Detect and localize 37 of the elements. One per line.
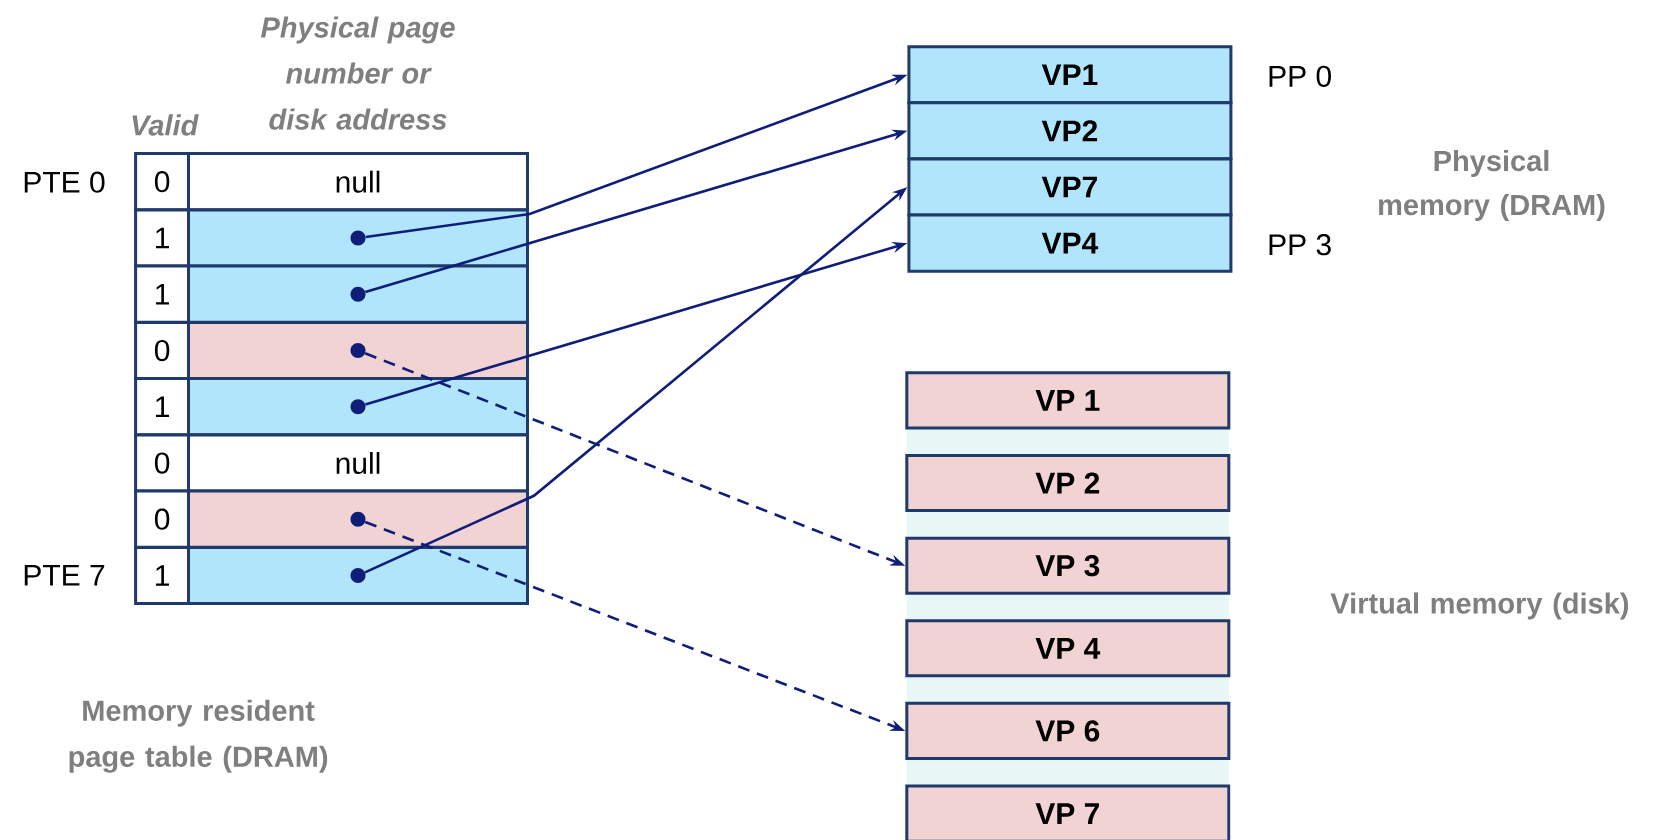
disk-page-box: VP 2 [905, 453, 1231, 513]
page-frame-box: VP7 [907, 157, 1233, 217]
pointer-dot [350, 343, 366, 358]
disk-page-box: VP 1 [905, 371, 1231, 430]
page-frame-box: VP4 [907, 213, 1233, 273]
valid-cell: 1 [134, 208, 191, 268]
valid-cell: 0 [134, 433, 191, 493]
column-header: Physical page number or disk address [261, 16, 455, 130]
address-cell [187, 489, 529, 549]
disk-page-box: VP 6 [905, 701, 1231, 760]
side-label: PP 3 [1269, 234, 1331, 256]
pointer-dot [350, 511, 366, 527]
pointer-dot [350, 286, 366, 302]
address-cell [187, 264, 529, 324]
pointer-dot [350, 230, 366, 246]
table-label: Memory resident page table (DRAM) [69, 699, 328, 773]
valid-cell: 1 [134, 377, 191, 437]
memory-label: Virtual memory (disk) [1330, 592, 1629, 620]
disk-page-box: VP 4 [905, 619, 1231, 678]
pointer-dot [350, 399, 366, 415]
disk-page-box: VP 7 [905, 784, 1231, 840]
pointer-dot [350, 568, 366, 583]
address-cell [187, 208, 529, 268]
valid-cell: 0 [134, 152, 191, 212]
side-label: PTE 7 [24, 564, 105, 586]
valid-cell: 0 [134, 489, 191, 549]
valid-cell: 0 [134, 320, 191, 381]
address-cell [187, 545, 529, 606]
disk-page-box: VP 3 [905, 536, 1231, 595]
side-label: PP 0 [1269, 65, 1331, 87]
valid-cell: 1 [134, 264, 191, 324]
column-header: Valid [132, 114, 199, 136]
valid-cell: 1 [134, 545, 191, 606]
page-frame-box: VP2 [907, 101, 1233, 161]
page-frame-box: VP1 [907, 45, 1233, 105]
memory-label: Physical memory (DRAM) [1379, 149, 1605, 221]
side-label: PTE 0 [24, 171, 105, 193]
